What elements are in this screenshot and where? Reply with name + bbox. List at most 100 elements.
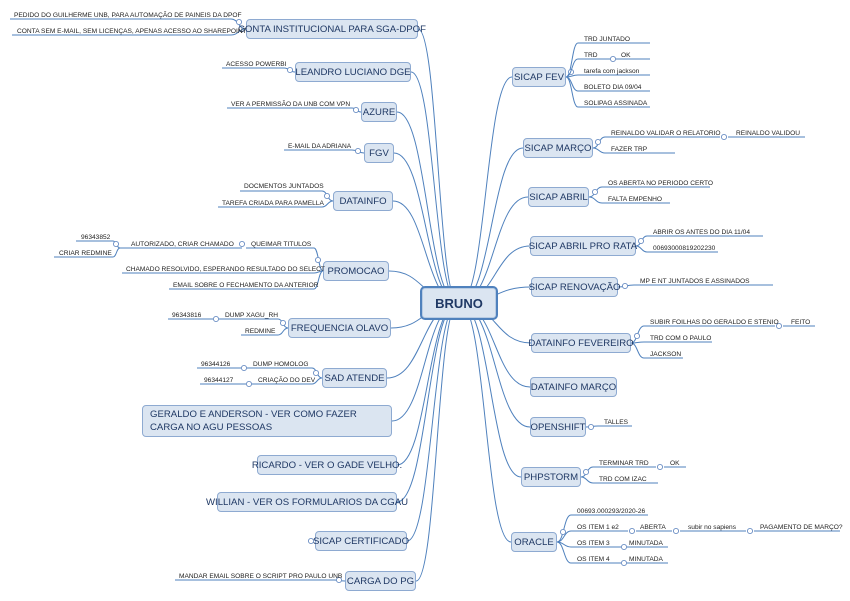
root-branch-left (391, 302, 459, 422)
branch-line (565, 76, 579, 108)
topic-sicap-renovacao[interactable]: SICAP RENOVAÇÃO (529, 277, 620, 297)
collapse-toggle-icon (314, 256, 322, 264)
detail-autorizado-criar-chamado: AUTORIZADO, CRIAR CHAMADO (131, 241, 234, 248)
branch-line (112, 247, 121, 258)
detail-solipag: SOLIPAG ASSINADA (584, 100, 648, 107)
topic-carga-do-pg[interactable]: CARGA DO PG (345, 571, 416, 591)
detail-talles: TALLES (604, 419, 629, 426)
root-branch-left (417, 28, 459, 304)
detail-dump-homolog: DUMP HOMOLOG (253, 361, 309, 368)
branch-line (230, 28, 247, 36)
detail-fazer-trp: FAZER TRP (611, 146, 648, 153)
collapse-toggle-icon (591, 188, 599, 196)
detail-os-item-4: OS ITEM 4 (577, 556, 610, 563)
collapse-toggle-icon (235, 18, 243, 26)
detail-processo-numero: 00693000819202230 (653, 245, 716, 252)
detail-abrir-os: ABRIR OS ANTES DO DIA 11/04 (653, 229, 750, 236)
topic-willian[interactable]: WILLIAN - VER OS FORMULARIOS DA CGAU (206, 492, 408, 512)
root-branch-right (459, 302, 531, 428)
collapse-toggle-icon (609, 55, 617, 63)
detail-tarefa-pamella: TAREFA CRIADA PARA PAMELLA (222, 200, 324, 207)
root-branch-right (459, 302, 522, 478)
topic-phpstorm[interactable]: PHPSTORM (521, 467, 581, 487)
topic-fgv[interactable]: FGV (364, 143, 394, 163)
root-branch-left (396, 302, 459, 503)
collapse-toggle-icon (633, 332, 641, 340)
collapse-toggle-icon (312, 369, 320, 377)
detail-96344127: 96344127 (204, 377, 234, 384)
detail-email-adriana: E-MAIL DA ADRIANA (288, 143, 352, 150)
topic-sicap-certificado[interactable]: SICAP CERTIFICADO (313, 531, 409, 551)
topic-openshift[interactable]: OPENSHIFT (530, 417, 586, 437)
topic-datainfo-fevereiro[interactable]: DATAINFO FEVEREIRO (528, 333, 634, 353)
detail-feito: FEITO (791, 319, 811, 326)
collapse-toggle-icon (637, 237, 645, 245)
detail-terminar-trd: TERMINAR TRD (599, 460, 649, 467)
detail-email-fechamento: EMAIL SOBRE O FECHAMENTO DA ANTERIOR (173, 282, 319, 289)
topic-promocao[interactable]: PROMOCAO (323, 261, 389, 281)
detail-trd-izac: TRD COM IZAC (599, 476, 647, 483)
collapse-toggle-icon (112, 240, 120, 248)
detail-criar-redmine: CRIAR REDMINE (59, 250, 112, 257)
topic-sicap-fev[interactable]: SICAP FEV (512, 67, 566, 87)
detail-subir-sapiens: subir no sapiens (688, 524, 737, 531)
detail-96343852: 96343852 (81, 234, 111, 241)
detail-pagamento-marco: PAGAMENTO DE MARÇO? (760, 524, 843, 531)
central-topic[interactable]: BRUNO (420, 286, 498, 320)
topic-sad-atende[interactable]: SAD ATENDE (322, 368, 387, 388)
detail-minutada-3: MINUTADA (629, 540, 663, 547)
collapse-toggle-icon (240, 364, 248, 372)
detail-queimar-titulos: QUEIMAR TITULOS (251, 241, 312, 248)
detail-tarefa-jackson: tarefa com jackson (584, 68, 640, 75)
detail-96344126: 96344126 (201, 361, 231, 368)
topic-geraldo-anderson[interactable]: GERALDO E ANDERSON - VER COMO FAZER CARG… (142, 405, 392, 437)
topic-datainfo-marco[interactable]: DATAINFO MARÇO (530, 377, 617, 397)
collapse-toggle-icon (279, 319, 287, 327)
collapse-toggle-icon (286, 66, 294, 74)
topic-frequencia-olavo[interactable]: FREQUENCIA OLAVO (288, 318, 391, 338)
detail-chamado-resolvido: CHAMADO RESOLVIDO, ESPERANDO RESULTADO D… (126, 266, 325, 273)
detail-trd-paulo: TRD COM O PAULO (650, 335, 712, 342)
collapse-toggle-icon (212, 315, 220, 323)
collapse-toggle-icon (720, 133, 728, 141)
collapse-toggle-icon (559, 528, 567, 536)
branch-line (277, 327, 289, 336)
detail-permissao-vpn: VER A PERMISSÃO DA UNB COM VPN (231, 101, 351, 108)
root-branch-right (459, 302, 512, 543)
detail-trd-juntado: TRD JUNTADO (584, 36, 631, 43)
collapse-toggle-icon (628, 527, 636, 535)
detail-os-item-1e2: OS ITEM 1 e2 (577, 524, 619, 531)
collapse-toggle-icon (238, 240, 246, 248)
topic-ricardo[interactable]: RICARDO - VER O GADE VELHO. (252, 455, 402, 475)
collapse-toggle-icon (335, 576, 343, 584)
root-branch-right (459, 76, 513, 304)
topic-sicap-abril-pro-rata[interactable]: SICAP ABRIL PRO RATA (529, 236, 637, 256)
topic-sicap-abril[interactable]: SICAP ABRIL (528, 187, 589, 207)
collapse-toggle-icon (775, 322, 783, 330)
detail-acesso-powerbi: ACESSO POWERBI (226, 61, 287, 68)
detail-mp-nt: MP E NT JUNTADOS E ASSINADOS (640, 278, 750, 285)
root-branch-left (406, 302, 459, 542)
branch-line (630, 342, 645, 359)
topic-leandro-luciano[interactable]: LEANDRO LUCIANO DGE (295, 62, 411, 82)
topic-datainfo[interactable]: DATAINFO (333, 191, 393, 211)
detail-os-aberta: OS ABERTA NO PERIODO CERTO (608, 180, 714, 187)
collapse-toggle-icon (621, 282, 629, 290)
detail-os-item-3: OS ITEM 3 (577, 540, 610, 547)
detail-ok-php: OK (670, 460, 680, 467)
detail-conta-sem-email: CONTA SEM E-MAIL, SEM LICENÇAS, APENAS A… (17, 28, 247, 35)
detail-ok-fev: OK (621, 52, 631, 59)
detail-reinaldo-validou: REINALDO VALIDOU (736, 130, 800, 137)
branch-line (311, 377, 323, 385)
collapse-toggle-icon (307, 537, 315, 545)
detail-jackson: JACKSON (650, 351, 682, 358)
topic-sicap-marco[interactable]: SICAP MARÇO (523, 138, 593, 158)
topic-azure[interactable]: AZURE (361, 102, 397, 122)
topic-conta-institucional[interactable]: CONTA INSTITUCIONAL PARA SGA-DPOF (238, 19, 426, 39)
branch-line (556, 514, 572, 543)
topic-oracle[interactable]: ORACLE (511, 532, 557, 552)
collapse-toggle-icon (672, 527, 680, 535)
detail-falta-empenho: FALTA EMPENHO (608, 196, 662, 203)
detail-criacao-dev: CRIAÇÃO DO DEV (258, 377, 316, 384)
